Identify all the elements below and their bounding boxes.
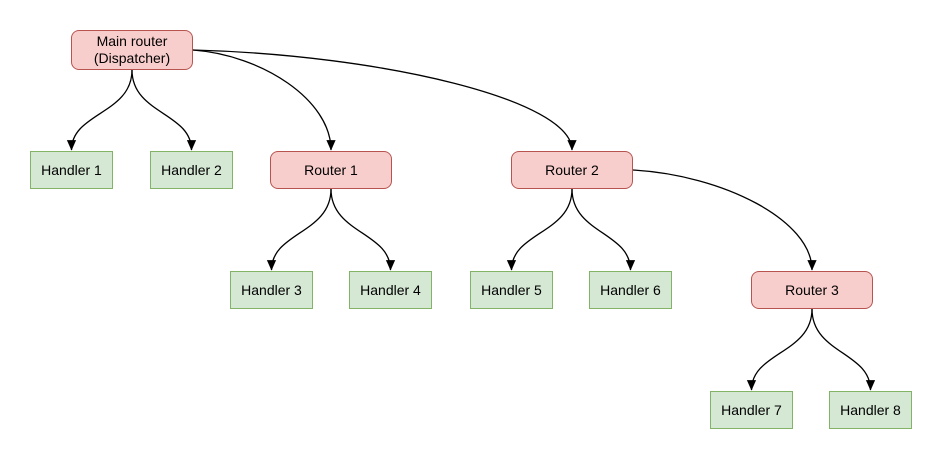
node-router-2: Router 2 xyxy=(511,151,633,189)
node-handler-2: Handler 2 xyxy=(150,151,233,189)
node-handler-7: Handler 7 xyxy=(710,391,793,429)
edge-main-router-to-handler-2 xyxy=(131,69,197,151)
edge-router-2-to-router-3 xyxy=(632,169,817,271)
node-handler-3: Handler 3 xyxy=(230,271,313,309)
edge-router-3-to-handler-8 xyxy=(811,308,876,391)
edges-group xyxy=(66,49,876,391)
edge-router-2-to-handler-5 xyxy=(506,188,573,271)
node-label: Handler 6 xyxy=(600,281,661,298)
node-label: Handler 8 xyxy=(840,401,901,418)
edge-router-2-to-handler-6 xyxy=(571,188,636,271)
node-label: Handler 2 xyxy=(161,161,222,178)
edge-main-router-to-router-2 xyxy=(192,49,577,151)
node-handler-4: Handler 4 xyxy=(349,271,432,309)
node-label: Router 1 xyxy=(304,161,358,178)
edge-main-router-to-router-1 xyxy=(192,49,336,151)
node-main-router: Main router (Dispatcher) xyxy=(71,30,193,70)
node-label: Handler 5 xyxy=(481,281,542,298)
edge-main-router-to-handler-1 xyxy=(66,69,133,151)
node-label: Handler 3 xyxy=(241,281,302,298)
node-router-1: Router 1 xyxy=(270,151,392,189)
node-handler-1: Handler 1 xyxy=(30,151,113,189)
node-label: Router 3 xyxy=(785,281,839,298)
node-handler-6: Handler 6 xyxy=(589,271,672,309)
edge-router-1-to-handler-3 xyxy=(266,188,332,271)
node-label: Main router (Dispatcher) xyxy=(93,33,171,66)
edge-router-1-to-handler-4 xyxy=(330,188,396,271)
node-label: Handler 4 xyxy=(360,281,421,298)
node-handler-8: Handler 8 xyxy=(829,391,912,429)
node-label: Handler 7 xyxy=(721,401,782,418)
node-label: Router 2 xyxy=(545,161,599,178)
edge-router-3-to-handler-7 xyxy=(746,308,813,391)
node-handler-5: Handler 5 xyxy=(470,271,553,309)
node-router-3: Router 3 xyxy=(751,271,873,309)
node-label: Handler 1 xyxy=(41,161,102,178)
